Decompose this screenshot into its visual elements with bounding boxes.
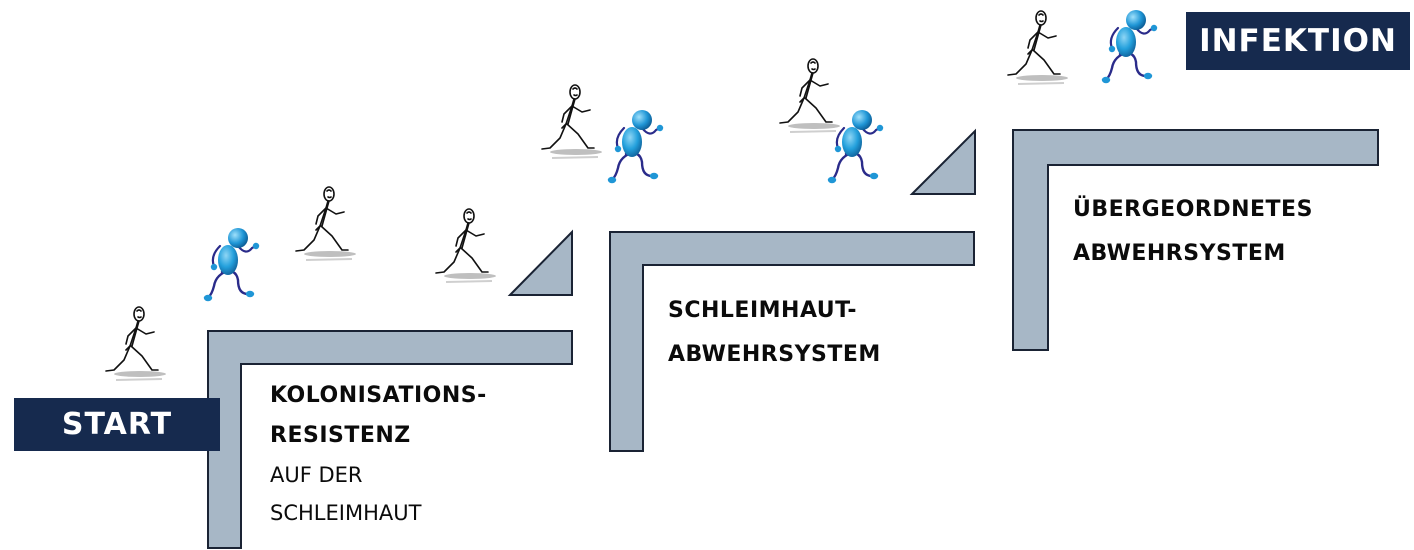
- step-1-subtitle-line2: SCHLEIMHAUT: [270, 501, 422, 525]
- infektion-badge: INFEKTION: [1186, 12, 1410, 70]
- step-2-title-line1: SCHLEIMHAUT-: [668, 298, 858, 323]
- step-3-title-line1: ÜBERGEORDNETES: [1073, 197, 1313, 222]
- stick-figure-runner-icon: [541, 84, 603, 159]
- step-1-subtitle-line1: AUF DER: [270, 463, 363, 487]
- ramp-1: [507, 229, 573, 296]
- step-1-bracket: [207, 330, 573, 549]
- step-3-bracket: [1012, 129, 1379, 351]
- step-3-title-line2: ABWEHRSYSTEM: [1073, 241, 1286, 266]
- ramp-2: [909, 128, 976, 195]
- blue-runner-icon: [606, 108, 665, 185]
- step-2-title-line2: ABWEHRSYSTEM: [668, 342, 881, 367]
- stick-figure-runner-icon: [295, 186, 357, 261]
- stick-figure-runner-icon: [779, 58, 841, 133]
- step-1-title-line1: KOLONISATIONS-: [270, 383, 487, 408]
- step-2-bracket: [609, 231, 975, 452]
- start-badge: START: [14, 398, 220, 451]
- blue-runner-icon: [202, 226, 261, 303]
- stick-figure-runner-icon: [435, 208, 497, 283]
- stick-figure-runner-icon: [105, 306, 167, 381]
- step-1-title-line2: RESISTENZ: [270, 423, 411, 448]
- blue-runner-icon: [826, 108, 885, 185]
- blue-runner-icon: [1100, 8, 1159, 85]
- stick-figure-runner-icon: [1007, 10, 1069, 85]
